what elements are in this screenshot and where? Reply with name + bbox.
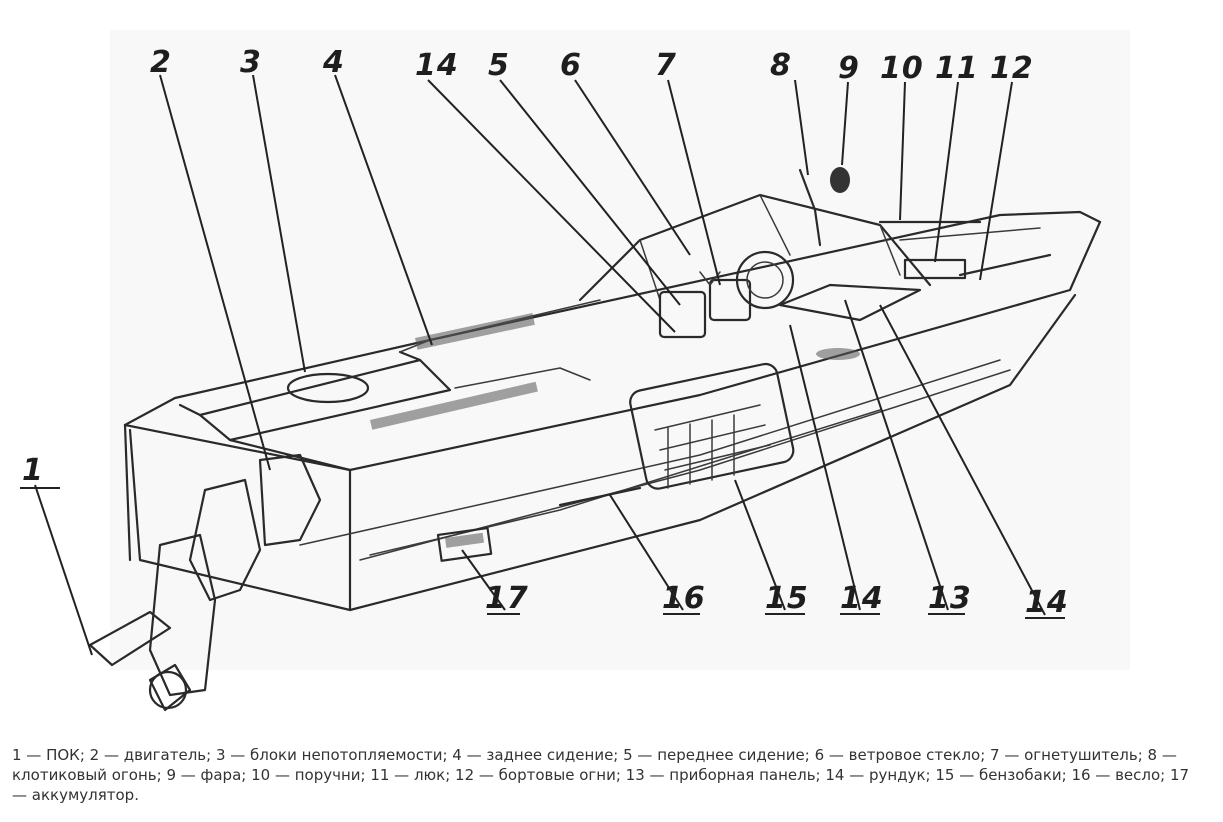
front-seat — [708, 278, 752, 322]
boat-drawing: 1 2 3 4 14 5 6 7 8 9 10 11 12 17 16 15 1… — [20, 30, 1130, 712]
leader-lines — [34, 74, 1046, 656]
fuel-tanks — [629, 362, 795, 490]
callout-label: 7 — [655, 48, 677, 83]
steering-wheel — [735, 250, 795, 310]
callout-label: 15 — [765, 581, 809, 616]
callout-label: 2 — [150, 45, 172, 80]
buoyancy-hatch — [286, 372, 370, 404]
headlight — [830, 167, 850, 193]
callout-label: 10 — [880, 51, 924, 86]
callout-label: 3 — [240, 45, 262, 80]
callout-label: 17 — [485, 581, 529, 616]
paper-wash — [110, 30, 1130, 670]
callout-labels: 1 2 3 4 14 5 6 7 8 9 10 11 12 17 16 15 1… — [22, 45, 1069, 620]
callout-label: 4 — [322, 45, 345, 80]
legend-caption: 1 — ПОК; 2 — двигатель; 3 — блоки непото… — [12, 746, 1190, 804]
cockpit — [578, 167, 1052, 360]
callout-label: 1 — [22, 453, 44, 488]
callout-label: 14 — [415, 48, 459, 83]
callout-label: 8 — [770, 48, 792, 83]
callout-label: 14 — [840, 581, 884, 616]
callout-label: 11 — [935, 51, 979, 86]
boat-diagram: 1 2 3 4 14 5 6 7 8 9 10 11 12 17 16 15 1… — [20, 30, 1130, 712]
callout-label: 14 — [1025, 585, 1069, 620]
instrument-panel — [778, 283, 922, 322]
callout-label: 16 — [662, 581, 706, 616]
masthead-light — [798, 168, 822, 247]
outboard-motor — [88, 453, 322, 712]
side-lights — [958, 253, 1052, 277]
callout-label: 6 — [560, 48, 582, 83]
pok-plate — [88, 610, 172, 667]
callout-label: 12 — [990, 51, 1034, 86]
rear-seat — [658, 290, 707, 339]
callout-label: 13 — [928, 581, 972, 616]
oar — [558, 486, 642, 507]
callout-label: 5 — [488, 48, 510, 83]
fire-extinguisher — [699, 271, 721, 286]
callout-label: 9 — [838, 51, 860, 86]
callout-underlines — [20, 487, 1065, 619]
